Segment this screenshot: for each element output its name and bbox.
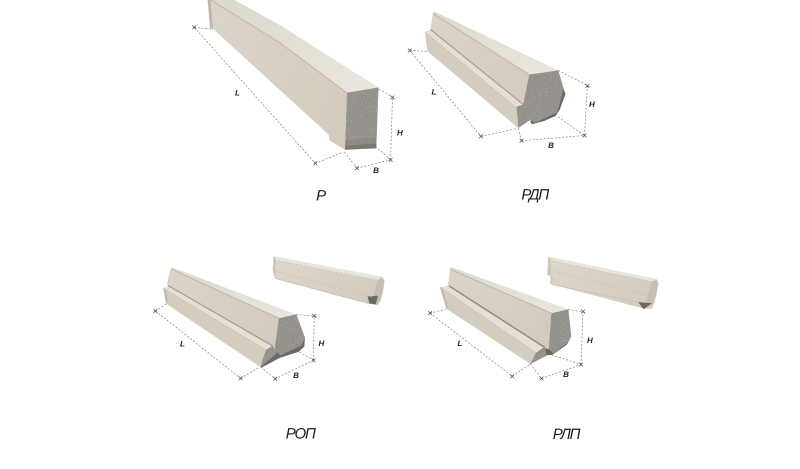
svg-text:L: L (235, 89, 240, 98)
svg-text:B: B (373, 166, 379, 175)
svg-text:РЛП: РЛП (553, 426, 581, 443)
svg-text:H: H (589, 100, 595, 109)
svg-text:H: H (397, 129, 403, 138)
svg-text:L: L (180, 340, 185, 349)
svg-text:H: H (587, 336, 593, 345)
svg-text:Р: Р (316, 188, 326, 205)
svg-text:H: H (319, 339, 325, 348)
svg-text:L: L (432, 88, 437, 97)
svg-text:РДП: РДП (521, 187, 549, 204)
svg-text:L: L (458, 339, 463, 348)
svg-text:РОП: РОП (286, 426, 316, 443)
svg-text:B: B (548, 141, 554, 150)
svg-text:B: B (563, 370, 569, 379)
svg-text:B: B (293, 371, 299, 380)
